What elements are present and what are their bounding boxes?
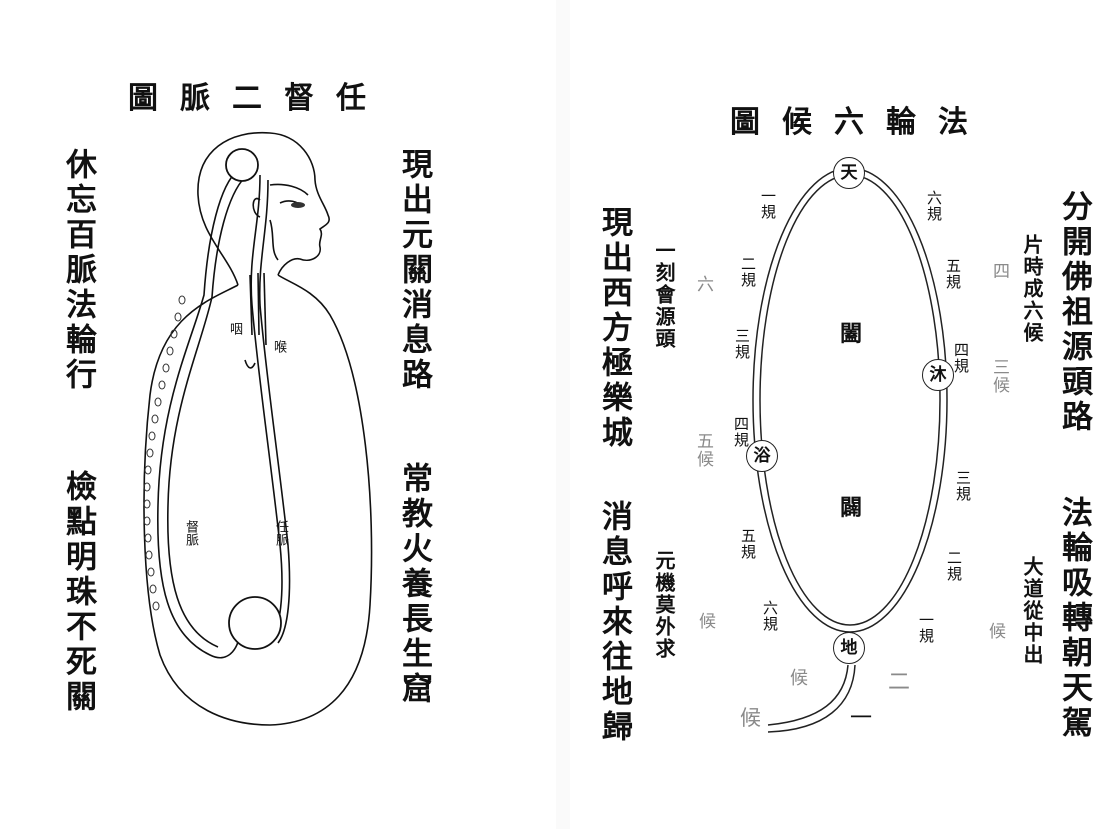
right-gui-1: 一規	[917, 612, 935, 644]
right-gui-3: 三規	[954, 470, 972, 502]
left-verse-4: 常教火養長生窟	[396, 462, 432, 707]
left-gui-4: 四規	[732, 416, 750, 448]
right-gui-6: 六規	[925, 190, 943, 222]
bottom-hou: 候	[740, 706, 761, 730]
earth-node: 地	[833, 632, 865, 664]
yu-node: 浴	[746, 440, 778, 472]
left-hou-4: 候	[695, 612, 715, 630]
right-panel-title: 圖候六輪法	[730, 105, 990, 140]
left-hou-3: 候	[787, 668, 808, 687]
right-gui-5: 五規	[944, 258, 962, 290]
left-verse-inner-2: 元機莫外求	[652, 550, 676, 660]
page-gutter	[556, 0, 570, 829]
left-verse-1: 休忘百脈法輪行	[60, 148, 96, 393]
meridian-body-figure	[143, 131, 373, 726]
du-mai-label: 督脈	[183, 520, 198, 546]
left-hou-6: 六	[693, 275, 713, 293]
right-hou-4: 四	[989, 262, 1009, 280]
left-gui-2: 二規	[739, 256, 757, 288]
right-hou-2: 候	[985, 622, 1005, 640]
right-verse-inner-2: 大道從中出	[1020, 556, 1044, 666]
left-panel-title: 圖脈二督任	[128, 81, 388, 116]
right-verse-outer-2: 法輪吸轉朝天駕	[1056, 496, 1092, 741]
left-gui-6: 六規	[761, 600, 779, 632]
left-verse-2: 檢點明珠不死關	[60, 470, 96, 715]
center-bottom-label: 闢	[840, 495, 863, 521]
left-verse-inner-1: 一刻會源頭	[652, 240, 676, 350]
right-hou-num-2: 二	[888, 670, 911, 695]
right-gui-2: 二規	[945, 550, 963, 582]
left-gui-3: 三規	[733, 328, 751, 360]
right-gui-4: 四規	[952, 342, 970, 374]
left-verse-outer-1: 現出西方極樂城	[596, 206, 632, 451]
left-verse-outer-2: 消息呼來往地歸	[596, 500, 632, 745]
center-top-label: 闔	[840, 321, 863, 347]
left-gui-1: 一規	[759, 188, 777, 220]
right-verse-inner-1: 片時成六候	[1020, 234, 1044, 344]
ren-mai-label: 任脈	[273, 520, 288, 546]
left-verse-3: 現出元關消息路	[396, 148, 432, 393]
throat-label: 咽	[227, 322, 242, 335]
hou-label: 喉	[271, 340, 286, 353]
left-hou-5: 五候	[693, 432, 713, 468]
bottom-hou-num-1: 一	[850, 706, 873, 731]
right-hou-3: 三候	[989, 358, 1009, 394]
right-verse-outer-1: 分開佛祖源頭路	[1056, 190, 1092, 435]
left-gui-5: 五規	[739, 528, 757, 560]
mu-node: 沐	[922, 359, 954, 391]
heaven-node: 天	[833, 157, 865, 189]
